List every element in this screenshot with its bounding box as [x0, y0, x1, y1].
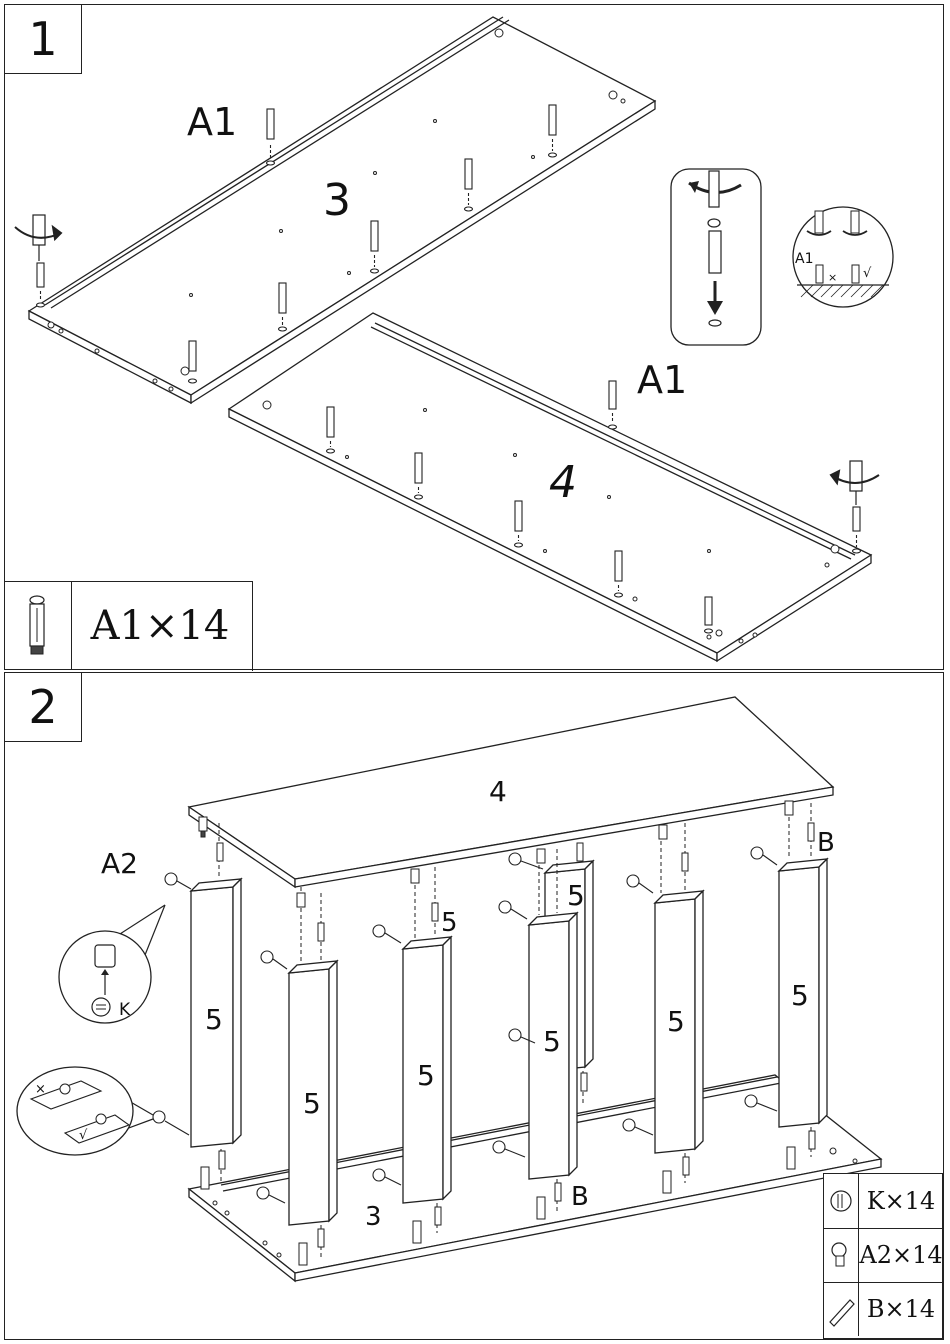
- label-detail-a1: A1: [795, 251, 813, 267]
- label-a1-middle: A1: [637, 358, 687, 402]
- wood-dowel-b-icon: [824, 1282, 859, 1336]
- label-leg-5: 5: [417, 1059, 435, 1092]
- dowel-b: [809, 1131, 815, 1149]
- step-2-illustration: 4 3 A2 K B B 5 5 5 5 5 5 5 5 × √: [5, 673, 943, 1339]
- dowel-a1-icon: [5, 582, 72, 670]
- part-quantity-a2: A2×14: [860, 1228, 942, 1282]
- dowel-a1: [609, 381, 617, 429]
- cam-bolt-a2: [659, 825, 667, 839]
- cam-lock-k: [499, 901, 527, 919]
- screwdriver-right: [831, 461, 879, 505]
- label-leg-5: 5: [303, 1087, 321, 1120]
- cam-lock-k: [153, 1111, 189, 1135]
- dowel-b: [432, 903, 438, 921]
- label-panel-3: 3: [365, 1202, 382, 1232]
- dowel-b: [555, 1183, 561, 1201]
- step-1-panel: 1: [4, 4, 944, 670]
- cam-bolt-a2: [411, 869, 419, 883]
- label-a2: A2: [101, 847, 138, 880]
- label-leg-5: 5: [205, 1003, 223, 1036]
- label-leg-5: 5: [667, 1005, 685, 1038]
- label-leg-5: 5: [567, 879, 585, 912]
- parts-list-step-1: A1×14: [5, 581, 253, 671]
- step-2-panel: 2: [4, 672, 944, 1340]
- cam-lock-k: [627, 875, 653, 893]
- label-panel-4: 4: [489, 775, 507, 808]
- label-leg-5: 5: [791, 979, 809, 1012]
- part-quantity-a1: A1×14: [75, 582, 245, 670]
- label-dowel-5: 5: [441, 908, 458, 938]
- dowel-b: [577, 843, 583, 861]
- dowel-a1: [37, 263, 45, 307]
- cam-lock-k: [751, 847, 777, 865]
- parts-row-k: K×14: [824, 1174, 942, 1229]
- cam-lock-k-icon: [824, 1174, 859, 1228]
- dowel-b: [581, 1073, 587, 1091]
- right-mark: √: [79, 1128, 88, 1143]
- cam-lock-k: [261, 951, 287, 969]
- dowel-b: [219, 1151, 225, 1169]
- dowel-b: [318, 923, 324, 941]
- dowel-b: [435, 1207, 441, 1225]
- cam-bolt-a2: [787, 1147, 795, 1169]
- cam-bolt-a2-icon: [824, 1228, 859, 1282]
- cam-bolt-a2: [537, 849, 545, 863]
- cam-bolt-a2: [199, 817, 207, 837]
- label-b-bottom: B: [571, 1182, 589, 1212]
- cam-bolt-a2: [201, 1167, 209, 1189]
- label-k: K: [119, 1000, 131, 1020]
- label-leg-5: 5: [543, 1025, 561, 1058]
- cam-bolt-a2: [537, 1197, 545, 1219]
- dowel-b: [808, 823, 814, 841]
- cam-bolt-a2: [297, 893, 305, 907]
- dowel-b: [217, 843, 223, 861]
- cam-bolt-a2: [299, 1243, 307, 1265]
- cam-bolt-a2: [785, 801, 793, 815]
- wrong-mark: ×: [828, 271, 837, 284]
- dowel-b: [683, 1157, 689, 1175]
- detail-install-a1: [671, 169, 761, 345]
- cam-lock-k: [373, 925, 401, 943]
- dowel-b: [682, 853, 688, 871]
- screwdriver-left: [15, 215, 61, 261]
- step-1-illustration: A1 3 A1 4 A1 × √: [5, 5, 943, 669]
- label-panel-3: 3: [323, 175, 351, 226]
- right-mark: √: [863, 266, 872, 281]
- detail-cam-lock: [59, 905, 165, 1023]
- part-quantity-k: K×14: [860, 1174, 942, 1228]
- parts-row-b: B×14: [824, 1282, 942, 1336]
- label-panel-4: 4: [549, 457, 577, 508]
- cam-bolt-a2: [413, 1221, 421, 1243]
- label-a1-top: A1: [187, 100, 237, 144]
- parts-list-step-2: K×14 A2×14 B×14: [823, 1173, 943, 1339]
- wrong-mark: ×: [35, 1082, 46, 1097]
- cam-lock-k: [165, 873, 191, 889]
- parts-row-a2: A2×14: [824, 1228, 942, 1283]
- dowel-b: [318, 1229, 324, 1247]
- part-quantity-b: B×14: [860, 1282, 942, 1336]
- cam-bolt-a2: [663, 1171, 671, 1193]
- label-b-top: B: [817, 828, 835, 858]
